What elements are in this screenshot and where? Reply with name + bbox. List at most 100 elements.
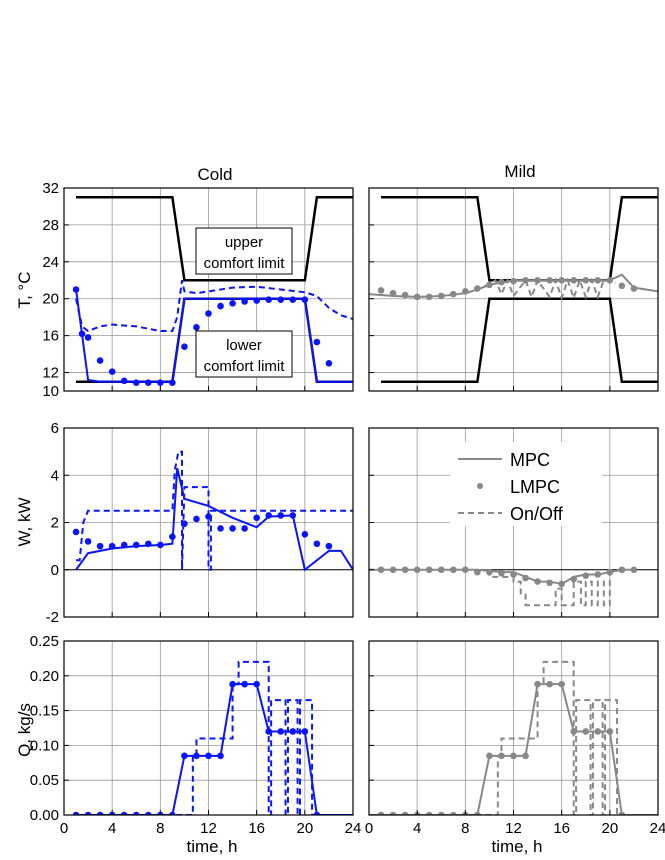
point-lmpc bbox=[169, 379, 176, 386]
point-lmpc bbox=[425, 293, 433, 301]
point-lmpc bbox=[522, 752, 529, 760]
y-tick-label: 0.05 bbox=[30, 772, 59, 789]
point-lmpc bbox=[413, 566, 421, 574]
point-lmpc bbox=[498, 569, 505, 577]
point-lmpc bbox=[96, 542, 104, 550]
x-tick-label: 12 bbox=[505, 820, 522, 837]
annotation-lower-comfort-limit: lower comfort limit bbox=[195, 330, 293, 378]
point-lmpc bbox=[144, 379, 152, 386]
y-tick-label: 24 bbox=[42, 254, 59, 271]
point-lmpc bbox=[449, 566, 457, 574]
point-lmpc bbox=[229, 525, 236, 532]
point-lmpc bbox=[510, 571, 517, 578]
point-lmpc bbox=[217, 302, 224, 310]
point-lmpc bbox=[120, 541, 128, 549]
point-lmpc bbox=[462, 566, 469, 574]
y-tick-label: 20 bbox=[42, 291, 59, 308]
point-lmpc bbox=[120, 811, 128, 815]
series-mpc bbox=[75, 289, 353, 383]
annotation-upper-line2: comfort limit bbox=[204, 255, 286, 272]
y-tick-label: 0.20 bbox=[30, 668, 59, 685]
point-lmpc bbox=[289, 296, 297, 303]
point-lmpc bbox=[437, 292, 445, 300]
ylabel-flow: Q, kg/s bbox=[15, 703, 34, 757]
point-lmpc bbox=[582, 728, 590, 735]
point-lmpc bbox=[413, 293, 421, 301]
point-lmpc bbox=[108, 368, 116, 375]
point-lmpc bbox=[377, 566, 385, 574]
legend-onoff-label: On/Off bbox=[510, 504, 564, 524]
x-tick-label: 0 bbox=[365, 820, 373, 837]
point-lmpc bbox=[217, 752, 224, 760]
annotation-upper-comfort-limit: upper comfort limit bbox=[195, 227, 293, 275]
point-lmpc bbox=[277, 296, 285, 303]
point-lmpc bbox=[301, 728, 309, 735]
x-tick-label: 8 bbox=[156, 820, 164, 837]
point-lmpc bbox=[606, 728, 614, 735]
point-lmpc bbox=[618, 282, 626, 290]
point-lmpc bbox=[582, 572, 590, 579]
point-lmpc bbox=[229, 300, 236, 307]
point-lmpc bbox=[193, 752, 200, 760]
point-lmpc bbox=[78, 330, 86, 338]
point-lmpc bbox=[401, 291, 409, 299]
point-lmpc bbox=[132, 379, 140, 386]
point-lmpc bbox=[120, 377, 128, 385]
series-mpc bbox=[75, 467, 353, 572]
point-lmpc bbox=[289, 512, 297, 519]
point-lmpc bbox=[277, 728, 285, 735]
point-lmpc bbox=[157, 379, 164, 386]
y-tick-label: 4 bbox=[51, 467, 59, 484]
ylabel-power: W, kW bbox=[15, 497, 34, 546]
point-lmpc bbox=[546, 276, 553, 284]
y-tick-label: 10 bbox=[42, 383, 59, 400]
panel-temp-mild bbox=[368, 187, 659, 392]
legend-lmpc-swatch bbox=[477, 483, 483, 489]
point-lmpc bbox=[570, 276, 578, 284]
series-onoff bbox=[488, 569, 611, 607]
x-tick-label: 4 bbox=[108, 820, 116, 837]
point-lmpc bbox=[437, 566, 445, 574]
x-tick-label: 20 bbox=[296, 820, 313, 837]
y-tick-label: 32 bbox=[42, 180, 59, 197]
point-lmpc bbox=[241, 525, 248, 532]
point-lmpc bbox=[229, 680, 236, 688]
point-lmpc bbox=[313, 338, 321, 346]
series-onoff bbox=[76, 660, 353, 815]
column-title-cold: Cold bbox=[198, 165, 233, 184]
x-tick-label: 8 bbox=[461, 820, 469, 837]
y-tick-label: 0.25 bbox=[30, 633, 59, 650]
point-lmpc bbox=[389, 811, 397, 815]
point-lmpc bbox=[389, 289, 397, 297]
point-lmpc bbox=[72, 528, 80, 536]
y-tick-label: 0.10 bbox=[30, 737, 59, 754]
point-lmpc bbox=[205, 310, 212, 317]
x-tick-label: 20 bbox=[601, 820, 618, 837]
point-lmpc bbox=[265, 296, 273, 303]
point-lmpc bbox=[169, 533, 176, 540]
point-lmpc bbox=[425, 811, 433, 815]
xlabel-cold: time, h bbox=[186, 837, 237, 856]
annotation-upper-line1: upper bbox=[225, 234, 263, 251]
point-lmpc bbox=[546, 579, 553, 587]
y-tick-label: 16 bbox=[42, 328, 59, 345]
point-lmpc bbox=[449, 811, 457, 815]
point-lmpc bbox=[144, 540, 152, 548]
point-lmpc bbox=[510, 277, 517, 285]
point-lmpc bbox=[313, 540, 321, 548]
point-lmpc bbox=[181, 752, 188, 760]
point-lmpc bbox=[289, 728, 297, 735]
y-tick-label: 0 bbox=[51, 562, 59, 579]
point-lmpc bbox=[253, 297, 260, 304]
y-tick-label: 2 bbox=[51, 515, 59, 532]
legend: MPC LMPC On/Off bbox=[450, 442, 602, 526]
point-lmpc bbox=[510, 752, 517, 760]
point-lmpc bbox=[401, 566, 409, 574]
point-lmpc bbox=[325, 360, 333, 367]
series-onoff bbox=[76, 450, 353, 571]
legend-lmpc-label: LMPC bbox=[510, 477, 560, 497]
point-lmpc bbox=[301, 531, 309, 538]
